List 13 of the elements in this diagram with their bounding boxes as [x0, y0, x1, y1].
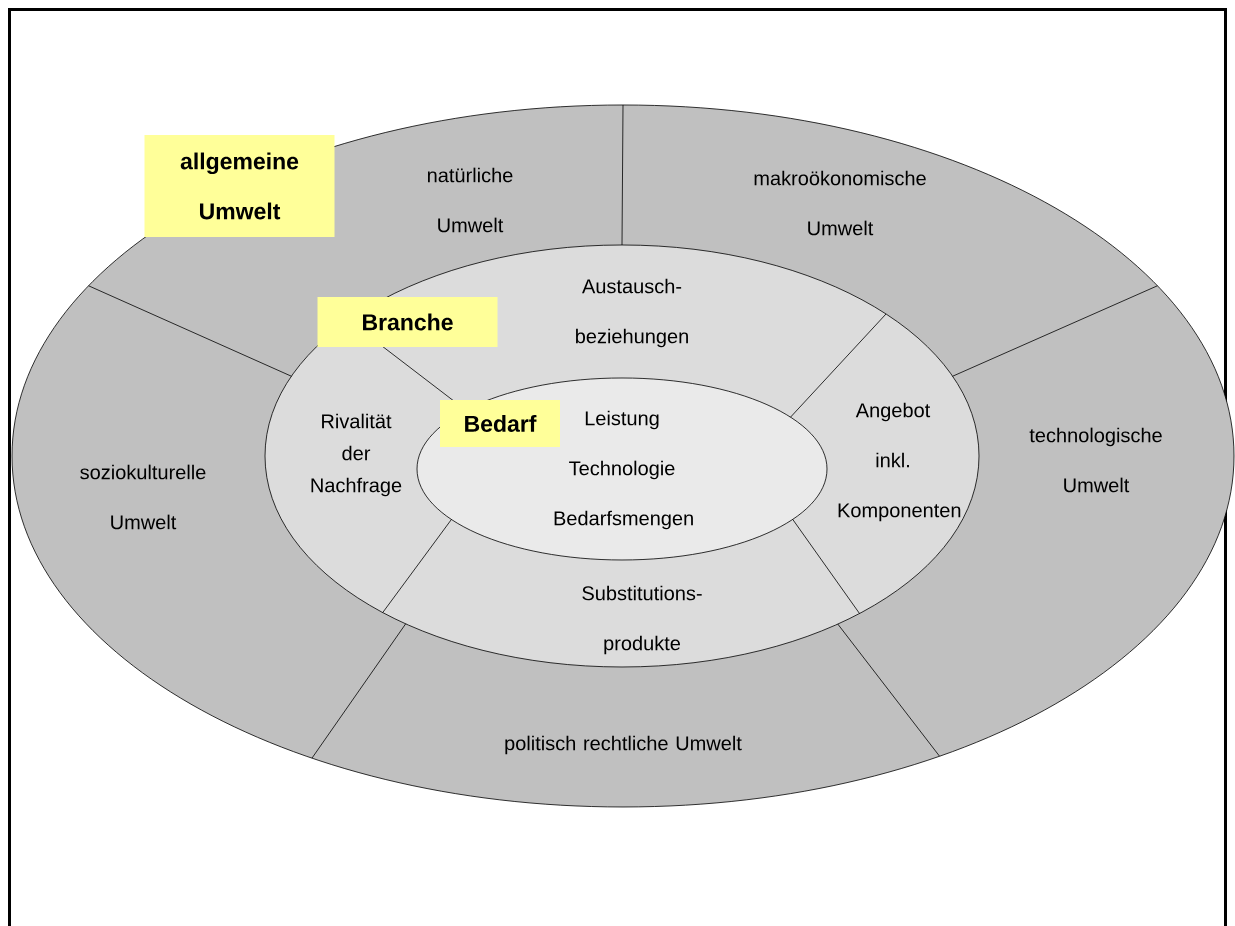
sector-label: Austausch- beziehungen [576, 278, 688, 348]
highlight-label: allgemeine Umwelt [144, 135, 335, 237]
sector-label: Substitutions- produkte [582, 585, 702, 655]
sector-label: politisch rechtliche Umwelt [505, 735, 742, 755]
ring-ellipse [416, 377, 828, 561]
highlight-label: Bedarf [440, 400, 560, 447]
highlight-label: Branche [317, 297, 498, 347]
sector-label: Angebot inkl. Komponenten [838, 402, 961, 522]
sector-label: makroökonomische Umwelt [754, 170, 926, 236]
sector-label: natürliche Umwelt [428, 167, 513, 233]
sector-label: Rivalität der Nachfrage [311, 413, 402, 497]
sector-label: technologische Umwelt [1029, 427, 1162, 493]
sector-label: soziokulturelle Umwelt [80, 464, 206, 530]
